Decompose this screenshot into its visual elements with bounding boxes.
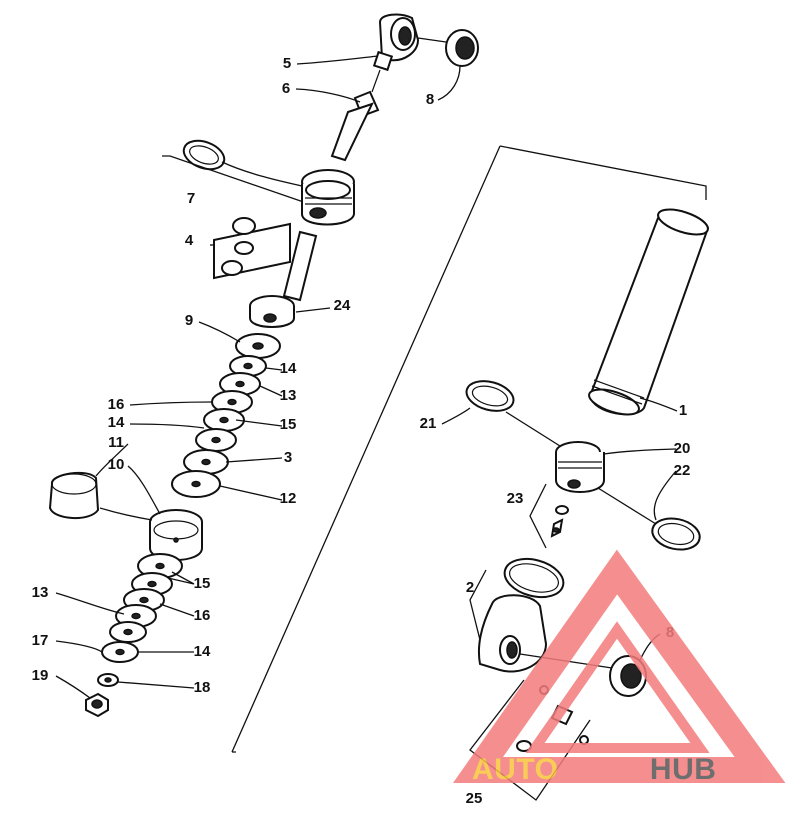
- callout-16: 16: [194, 607, 211, 624]
- part-lower-mount: [469, 569, 548, 673]
- callout-14: 14: [108, 414, 125, 431]
- callout-18: 18: [194, 679, 211, 696]
- part-seal-head: [301, 169, 355, 226]
- part-piston-head: [149, 509, 203, 561]
- callout-4: 4: [185, 232, 194, 249]
- watermark-triangle: [452, 549, 786, 783]
- part-piston-rod: [330, 69, 381, 162]
- part-cylinder-body: [588, 208, 710, 416]
- callout-9: 9: [185, 312, 193, 329]
- left-assembly: [48, 13, 479, 718]
- callout-11: 11: [108, 434, 124, 451]
- part-nut-19: [85, 692, 109, 718]
- watermark-logo: AUTOMOTOHUB: [452, 549, 786, 786]
- part-washer-9: [235, 333, 281, 359]
- callout-19: 19: [32, 667, 49, 684]
- part-bushing-top: [417, 29, 479, 67]
- part-piston: [249, 295, 295, 328]
- callout-16: 16: [108, 396, 125, 413]
- callout-14: 14: [280, 360, 297, 377]
- callout-2: 2: [466, 579, 474, 596]
- watermark-text-moto: MOTO: [558, 753, 649, 786]
- part-seal-ring: [182, 139, 226, 171]
- callout-5: 5: [283, 55, 291, 72]
- part-valve-block: [210, 217, 291, 280]
- part-end-cap: [555, 441, 605, 493]
- callout-15: 15: [194, 575, 211, 592]
- callout-13: 13: [32, 584, 49, 601]
- leader-lines: [55, 55, 678, 699]
- part-rod-lower: [282, 230, 318, 302]
- callout-3: 3: [284, 449, 292, 466]
- callout-24: 24: [334, 297, 351, 314]
- callout-15: 15: [280, 416, 297, 433]
- callout-23: 23: [507, 490, 524, 507]
- callout-17: 17: [32, 632, 49, 649]
- callout-21: 21: [420, 415, 437, 432]
- callout-14: 14: [194, 643, 211, 660]
- callout-22: 22: [674, 462, 691, 479]
- part-ring-11: [48, 471, 100, 519]
- callout-12: 12: [280, 490, 297, 507]
- part-snap-ring: [465, 380, 515, 412]
- part-eye-mount: [372, 13, 420, 72]
- watermark-text-auto: AUTO: [472, 753, 558, 786]
- part-valve-23: [529, 483, 569, 549]
- part-o-ring-22: [597, 487, 701, 551]
- watermark-text: AUTOMOTOHUB: [472, 753, 716, 786]
- watermark-text-hub: HUB: [650, 753, 717, 786]
- part-mount-ring: [503, 557, 565, 599]
- callout-1: 1: [679, 402, 687, 419]
- callout-8: 8: [426, 91, 434, 108]
- part-washer-18: [97, 673, 119, 687]
- callout-10: 10: [108, 456, 125, 473]
- callout-7: 7: [187, 190, 195, 207]
- callout-6: 6: [282, 80, 290, 97]
- shim-stack-lower: [101, 553, 183, 663]
- callout-25: 25: [466, 790, 483, 807]
- callout-13: 13: [280, 387, 297, 404]
- assembly-outline: [231, 145, 707, 753]
- callout-20: 20: [674, 440, 691, 457]
